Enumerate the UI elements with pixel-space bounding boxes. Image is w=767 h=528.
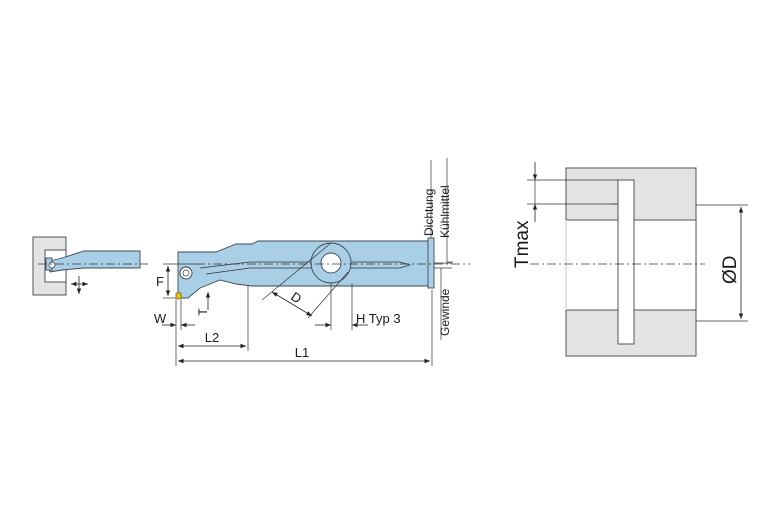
label-t: T [196, 308, 210, 316]
coolant-channel [199, 261, 412, 275]
dimension-l2: L2 [178, 286, 249, 351]
label-l1: L1 [295, 345, 309, 360]
feed-direction-arrows-icon [71, 276, 88, 294]
head-screw-icon [179, 266, 193, 280]
clamp-hole [320, 252, 342, 274]
dimension-l1: L1 [178, 290, 433, 366]
shank-end-plate [427, 237, 435, 289]
dimension-diameter: ØD [696, 204, 748, 322]
tool-side-view [175, 237, 470, 300]
label-l2: L2 [205, 330, 219, 345]
label-f: F [156, 274, 164, 289]
callout-gewinde: Gewinde [438, 268, 452, 340]
label-h-typ: H Typ 3 [356, 311, 401, 326]
callout-dichtung: Dichtung [422, 160, 436, 238]
dimension-h: H Typ 3 [315, 283, 401, 330]
label-dichtung: Dichtung [422, 189, 436, 236]
tool-body [177, 240, 433, 299]
label-gewinde: Gewinde [438, 288, 452, 336]
dimension-t: T [196, 292, 211, 316]
label-tmax: Tmax [512, 220, 533, 268]
dimension-f: F [156, 263, 196, 299]
groove [617, 179, 635, 345]
cutting-insert [175, 292, 182, 300]
label-w: W [154, 311, 167, 326]
dimension-w: W [154, 300, 195, 366]
label-kuehlmittel: Kühlmittel [438, 185, 452, 238]
overview-tool-bar [45, 250, 141, 273]
dimension-tmax: Tmax [512, 162, 618, 268]
overview-thumbnail [32, 236, 148, 296]
label-d: D [288, 289, 304, 307]
overview-screw [48, 261, 56, 269]
workpiece-section [530, 167, 705, 357]
callout-kuehlmittel: Kühlmittel [438, 158, 453, 263]
label-diameter: ØD [720, 256, 741, 285]
